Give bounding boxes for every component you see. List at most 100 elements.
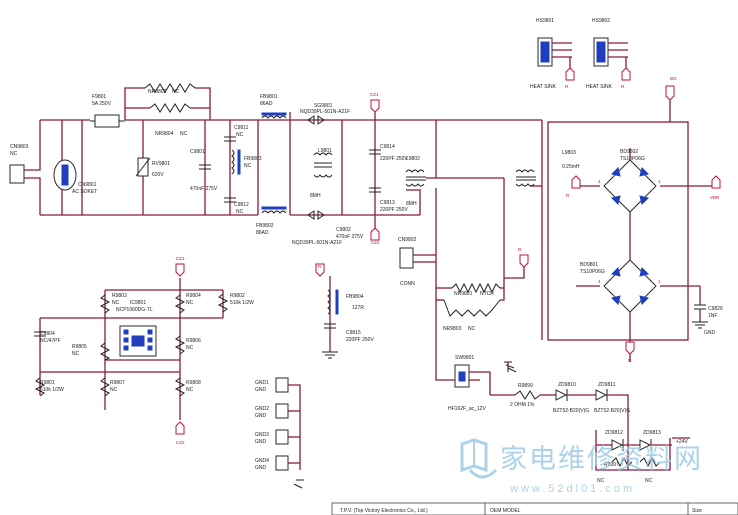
c9811-capacitor: C9811 NC [224, 125, 249, 142]
nr9804-thermistor: NR9804 NC [149, 103, 191, 137]
n-port: N [625, 341, 635, 363]
c9801-label: C9801 [190, 149, 205, 155]
cz1-a-label: CZ1 [370, 92, 379, 97]
c9826-label: C9826 [708, 306, 723, 312]
vbr-port: VBR [710, 175, 721, 200]
f9801-label: F9801 [92, 94, 106, 100]
sg9802-value: NQD39PL-501N-A21F [292, 240, 342, 246]
nr9804-label: NR9804 [155, 131, 174, 137]
zd9811-value: BZT52-B20(V)G [594, 408, 630, 414]
r9805-resistor: R9805 NC [72, 342, 111, 361]
bd9801-pin1: 1 [658, 279, 661, 284]
sg9802-label: C9802 [336, 227, 351, 233]
fb9801-label: FB9801 [260, 94, 278, 100]
nr9803-value: NC [468, 326, 476, 332]
cn9801-ac-socket: CN9801 AC SOKET [53, 159, 97, 195]
watermark: 家电维修资料网 www.52dl01.com [460, 438, 701, 495]
zd9810-value: BZT52-B20(V)G [553, 408, 589, 414]
cn9803-value: NC [10, 151, 18, 157]
hs9802-label: HS9802 [592, 18, 610, 24]
r9807-label: R9807 [110, 380, 125, 386]
f9801-fuse: F9801 5A 250V [90, 94, 125, 128]
r9807-resistor: R9807 NC [99, 377, 125, 397]
c9814-capacitor: C9814 220PF 250V [369, 144, 408, 162]
rv9801-value: 620V [152, 172, 164, 178]
sg9801-value: NQD39PL-501N-A21F [300, 109, 350, 115]
hs9801-heat-sink: HEAT SINK [530, 84, 557, 90]
r9802-resistor: R9802 510k 1/2W [217, 293, 254, 313]
hs9802-heat-sink: HEAT SINK [586, 84, 613, 90]
gnd4-label: GND4 [255, 458, 269, 464]
ac-input-section [40, 87, 291, 216]
gnd-connectors: GND1 GND GND2 GND GND3 GND GND4 GND [255, 377, 304, 489]
title-model: OEM MODEL [490, 508, 521, 514]
r9899-label: R9899 [518, 383, 533, 389]
sw9801-label: SW9801 [455, 355, 474, 361]
r9806-label: R9806 [186, 338, 201, 344]
l9803-label: L9803 [562, 150, 576, 156]
cn9803-connector: CN9803 NC [9, 120, 41, 215]
hs9801-r-label: R [565, 84, 569, 89]
fb9803-value: NC [244, 163, 252, 169]
cn9802-connector: CN9802 CONN [398, 237, 436, 287]
bd9802-pin1: 1 [658, 179, 661, 184]
bo-port-label: BO [670, 76, 677, 81]
r9801-value: 510k 1/2W [40, 387, 64, 393]
cz2-a-label: CZ2 [371, 240, 380, 245]
r9806-value: NC [186, 345, 194, 351]
zener-24v-chain: ZD9812 ZD9813 +24V R9897 NC NC [595, 430, 690, 484]
cn9801-label: CN9801 [78, 182, 97, 188]
nr9804-value: NC [180, 131, 188, 137]
c9804-label: C9804 [40, 331, 55, 337]
watermark-logo-icon [460, 438, 498, 479]
c9812-label: C9812 [234, 202, 249, 208]
l9802-label: L9802 [406, 156, 420, 162]
cz2-b-label: CZ2 [176, 440, 185, 445]
bd9801-bridge: BD9801 TS10P06G 4 1 [580, 259, 661, 313]
title-block: T.P.V. (Top Victory Electronics Co., Ltd… [331, 502, 738, 515]
bd9801-pin4: 4 [598, 279, 601, 284]
c9811-label: C9811 [234, 125, 249, 131]
ic9801-label: IC9801 [130, 300, 146, 306]
l9802-value: 8MH [406, 201, 417, 207]
fb9803-label: FB9803 [244, 156, 262, 162]
l9801-label: L9801 [318, 148, 332, 154]
fb9802-label: FB9802 [256, 223, 274, 229]
nr9803-thermistor: NR9803 NC [443, 299, 501, 332]
gnd1-label: GND1 [255, 380, 269, 386]
c9814-label: C9814 [380, 144, 395, 150]
hs9802-r-label: R [621, 84, 625, 89]
gnd2-value: GND [255, 413, 267, 419]
sg9802-cap-value: 470nF 275V [336, 234, 364, 240]
ic9801-chip: IC9801 NCP1060DG-TL [116, 300, 157, 357]
nr9803-label: NR9803 [443, 326, 462, 332]
vbr-port-label: VBR [710, 195, 720, 200]
sg9801: SG9801 NQD39PL-501N-A21F [300, 103, 350, 125]
r9807-value: NC [110, 387, 118, 393]
hs9801-heatsink: HS9801 HEAT SINK R [530, 18, 575, 90]
c9813-capacitor: C9813 220PF 250V [369, 187, 408, 213]
nr9801-label: NR9801 [454, 291, 473, 297]
r9897-label: R9897 [604, 462, 619, 468]
fb9802-bead: FB9802 86AD [256, 206, 287, 236]
r9897-value: NC [597, 478, 605, 484]
gnd3-value: GND [255, 439, 267, 445]
fb9804-section: R FB9804 127R C9815 220PF 250V [315, 263, 374, 359]
bd9802-value: TS10P06G [620, 156, 645, 162]
r9805-value: NC [72, 351, 80, 357]
ic9801-section-wires [39, 278, 224, 420]
r9801-resistor: R9801 510k 1/2W [34, 377, 64, 397]
c9812-value: NC [236, 209, 244, 215]
r9808-value: NC [186, 387, 194, 393]
r9803-label: R9803 [112, 293, 127, 299]
r-port-bridge: R [566, 175, 581, 198]
l9803-value: 0.25mH [562, 164, 580, 170]
l9802-choke: L9802 8MH [405, 156, 426, 207]
r-port-fb-label: R [318, 264, 322, 269]
nr9802-label: NR9802 [148, 89, 167, 95]
cn9802-label: CN9802 [398, 237, 417, 243]
n-port-label: N [628, 358, 631, 363]
c9804-capacitor: C9804 NC/47PF [34, 331, 61, 344]
gnd4-value: GND [255, 465, 267, 471]
